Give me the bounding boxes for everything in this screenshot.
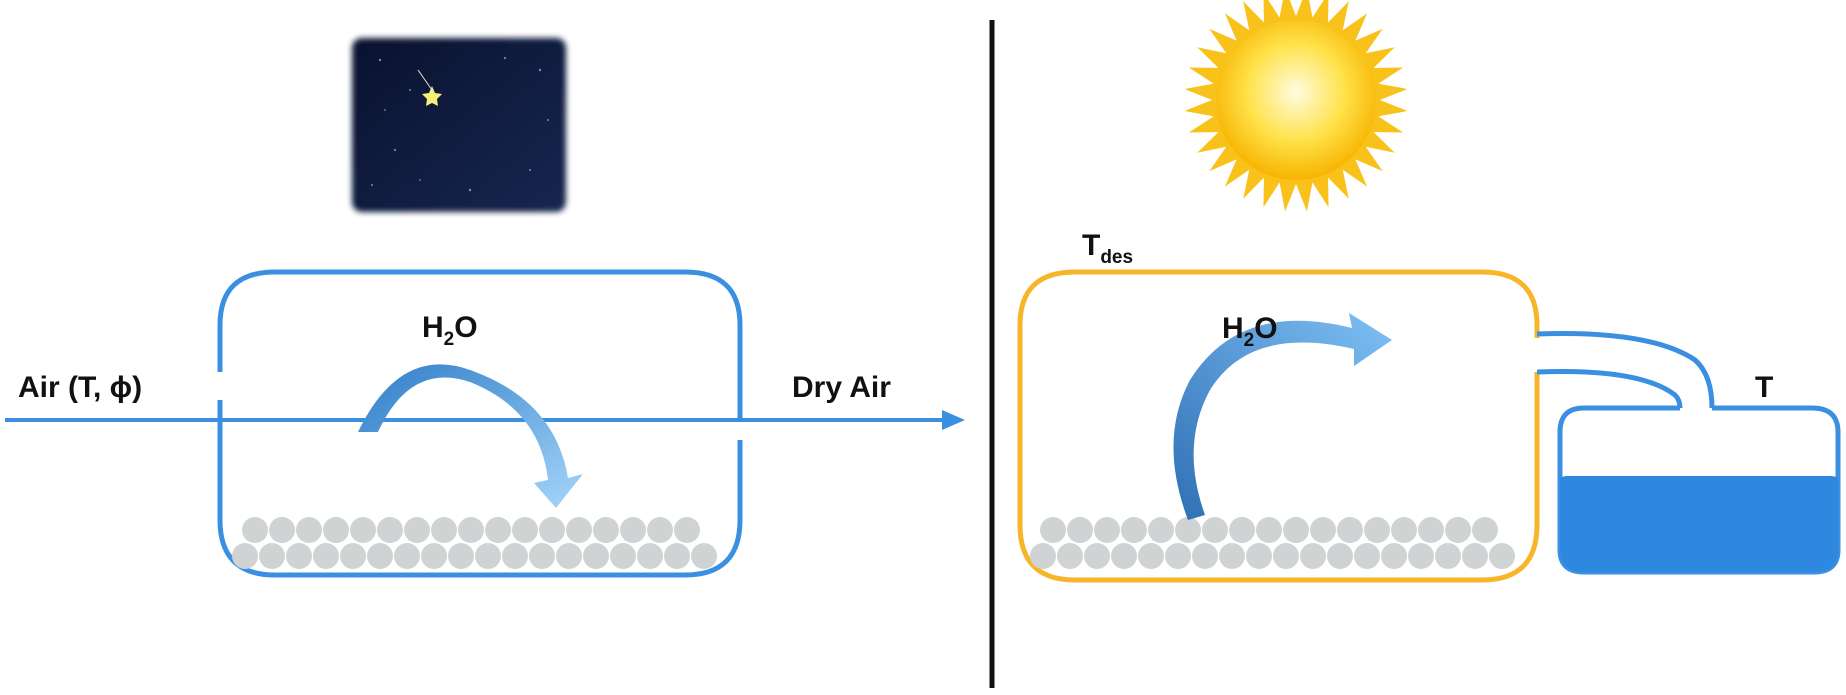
sorbent-particle [1202,517,1228,543]
star-icon [422,86,442,106]
inlet-air-label: Air (T, ϕ) [18,371,142,404]
desorption-temp-label: Tdes [1082,229,1133,268]
sorbent-particle [269,517,295,543]
sorbent-particle [512,517,538,543]
sorbent-particle [286,543,312,569]
sorbent-particle [1445,517,1471,543]
sorbent-particle [1472,517,1498,543]
tank-temp-label: T [1755,371,1773,404]
sorbent-particle [637,543,663,569]
sorbent-particle [647,517,673,543]
sorbent-particle [1462,543,1488,569]
condensed-water [1560,476,1838,572]
sorbent-particle [583,543,609,569]
sorbent-particle [1067,517,1093,543]
desorption-chamber [1017,269,1540,583]
right-water-label: H2O [1222,312,1278,351]
sorbent-particle [1381,543,1407,569]
sorbent-particle [350,517,376,543]
sorbent-particles-right [1030,517,1515,569]
sorbent-particle [1354,543,1380,569]
sorbent-particle [1084,543,1110,569]
left-water-label: H2O [422,311,478,350]
sorbent-particle [259,543,285,569]
sorbent-particle [1175,517,1201,543]
sorbent-particle [1246,543,1272,569]
sorbent-particle [1165,543,1191,569]
sorbent-particle [1337,517,1363,543]
night-image [352,38,566,212]
sorbent-particle [404,517,430,543]
sorbent-particle [1030,543,1056,569]
sorbent-particle [448,543,474,569]
sorbent-particle [1040,517,1066,543]
outlet-air-label: Dry Air [792,371,891,404]
sorbent-particle [1094,517,1120,543]
sorbent-particle [340,543,366,569]
sorbent-particle [556,543,582,569]
vapor-duct [1536,331,1715,409]
sorbent-particle [1327,543,1353,569]
sorbent-particle [1192,543,1218,569]
sorbent-particle [431,517,457,543]
sorbent-particle [610,543,636,569]
sorbent-particle [529,543,555,569]
sorbent-particle [232,543,258,569]
sorbent-particle [367,543,393,569]
sun-icon [1184,0,1408,212]
sun-disc [1216,20,1376,180]
sorbent-particle [691,543,717,569]
sorbent-particle [1148,517,1174,543]
sorbent-particle [620,517,646,543]
sorbent-particle [1391,517,1417,543]
sorbent-particle [566,517,592,543]
sorbent-particle [475,543,501,569]
sorbent-particle [377,517,403,543]
sorbent-particle [242,517,268,543]
sorbent-particles-left [232,517,717,569]
sorbent-particle [1138,543,1164,569]
sorbent-particle [323,517,349,543]
sorbent-particle [1283,517,1309,543]
star-field [371,56,549,192]
sorbent-particle [1219,543,1245,569]
sorbent-particle [1256,517,1282,543]
desorption-water-arrow [1173,313,1392,520]
sorbent-particle [674,517,700,543]
sorbent-particle [1418,517,1444,543]
sorbent-particle [539,517,565,543]
sorbent-particle [664,543,690,569]
sorbent-particle [1489,543,1515,569]
sorbent-particle [394,543,420,569]
sorbent-particle [296,517,322,543]
sorbent-particle [313,543,339,569]
sorbent-particle [1229,517,1255,543]
air-flow-arrow [5,410,965,430]
sorbent-particle [1121,517,1147,543]
adsorption-water-arrow [358,364,583,508]
sorbent-particle [1310,517,1336,543]
sorbent-particle [502,543,528,569]
adsorption-chamber [217,400,743,578]
sorbent-particle [458,517,484,543]
sorbent-particle [1435,543,1461,569]
sorbent-particle [421,543,447,569]
sorbent-particle [485,517,511,543]
sorbent-particle [1364,517,1390,543]
sorbent-particle [593,517,619,543]
sorbent-particle [1273,543,1299,569]
sorbent-particle [1111,543,1137,569]
sorbent-particle [1300,543,1326,569]
sorbent-particle [1408,543,1434,569]
sorbent-particle [1057,543,1083,569]
